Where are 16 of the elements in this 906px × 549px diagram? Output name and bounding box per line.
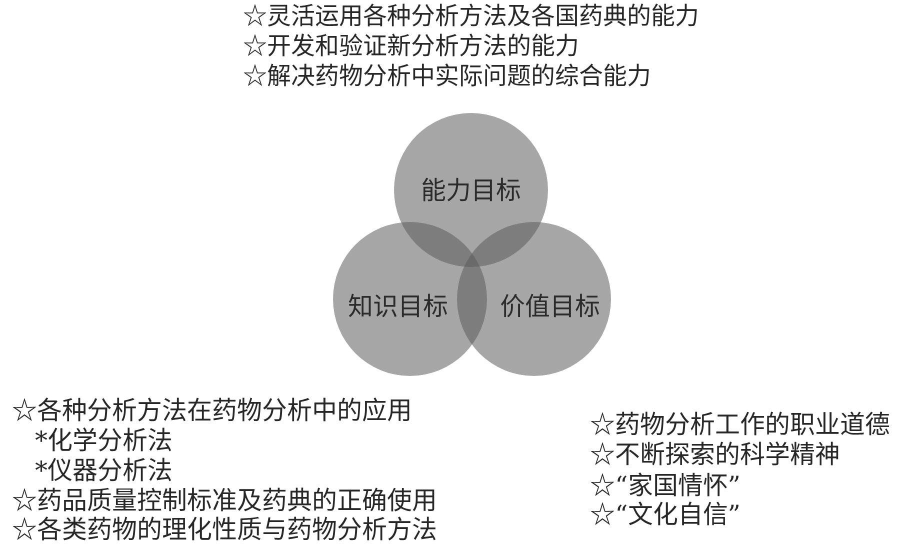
goal-item: ☆药物分析工作的职业道德 [590,410,890,440]
goal-item: ☆“文化自信” [590,500,741,530]
goal-item: ☆灵活运用各种分析方法及各国药典的能力 [243,1,699,31]
circle-label: 能力目标 [421,176,521,206]
goal-item: *仪器分析法 [35,456,172,486]
goal-item: ☆药品质量控制标准及药典的正确使用 [12,486,437,516]
goal-item: *化学分析法 [35,426,172,456]
goal-item: ☆各种分析方法在药物分析中的应用 [12,396,412,426]
goal-item: ☆不断探索的科学精神 [590,440,840,470]
goal-item: ☆开发和验证新分析方法的能力 [243,31,579,61]
goal-item: ☆解决药物分析中实际问题的综合能力 [243,61,651,91]
venn-circle [457,222,611,376]
circle-label: 知识目标 [348,292,448,322]
goal-item: ☆“家国情怀” [590,471,741,501]
goal-item: ☆各类药物的理化性质与药物分析方法 [12,515,437,545]
circle-label: 价值目标 [500,292,600,322]
